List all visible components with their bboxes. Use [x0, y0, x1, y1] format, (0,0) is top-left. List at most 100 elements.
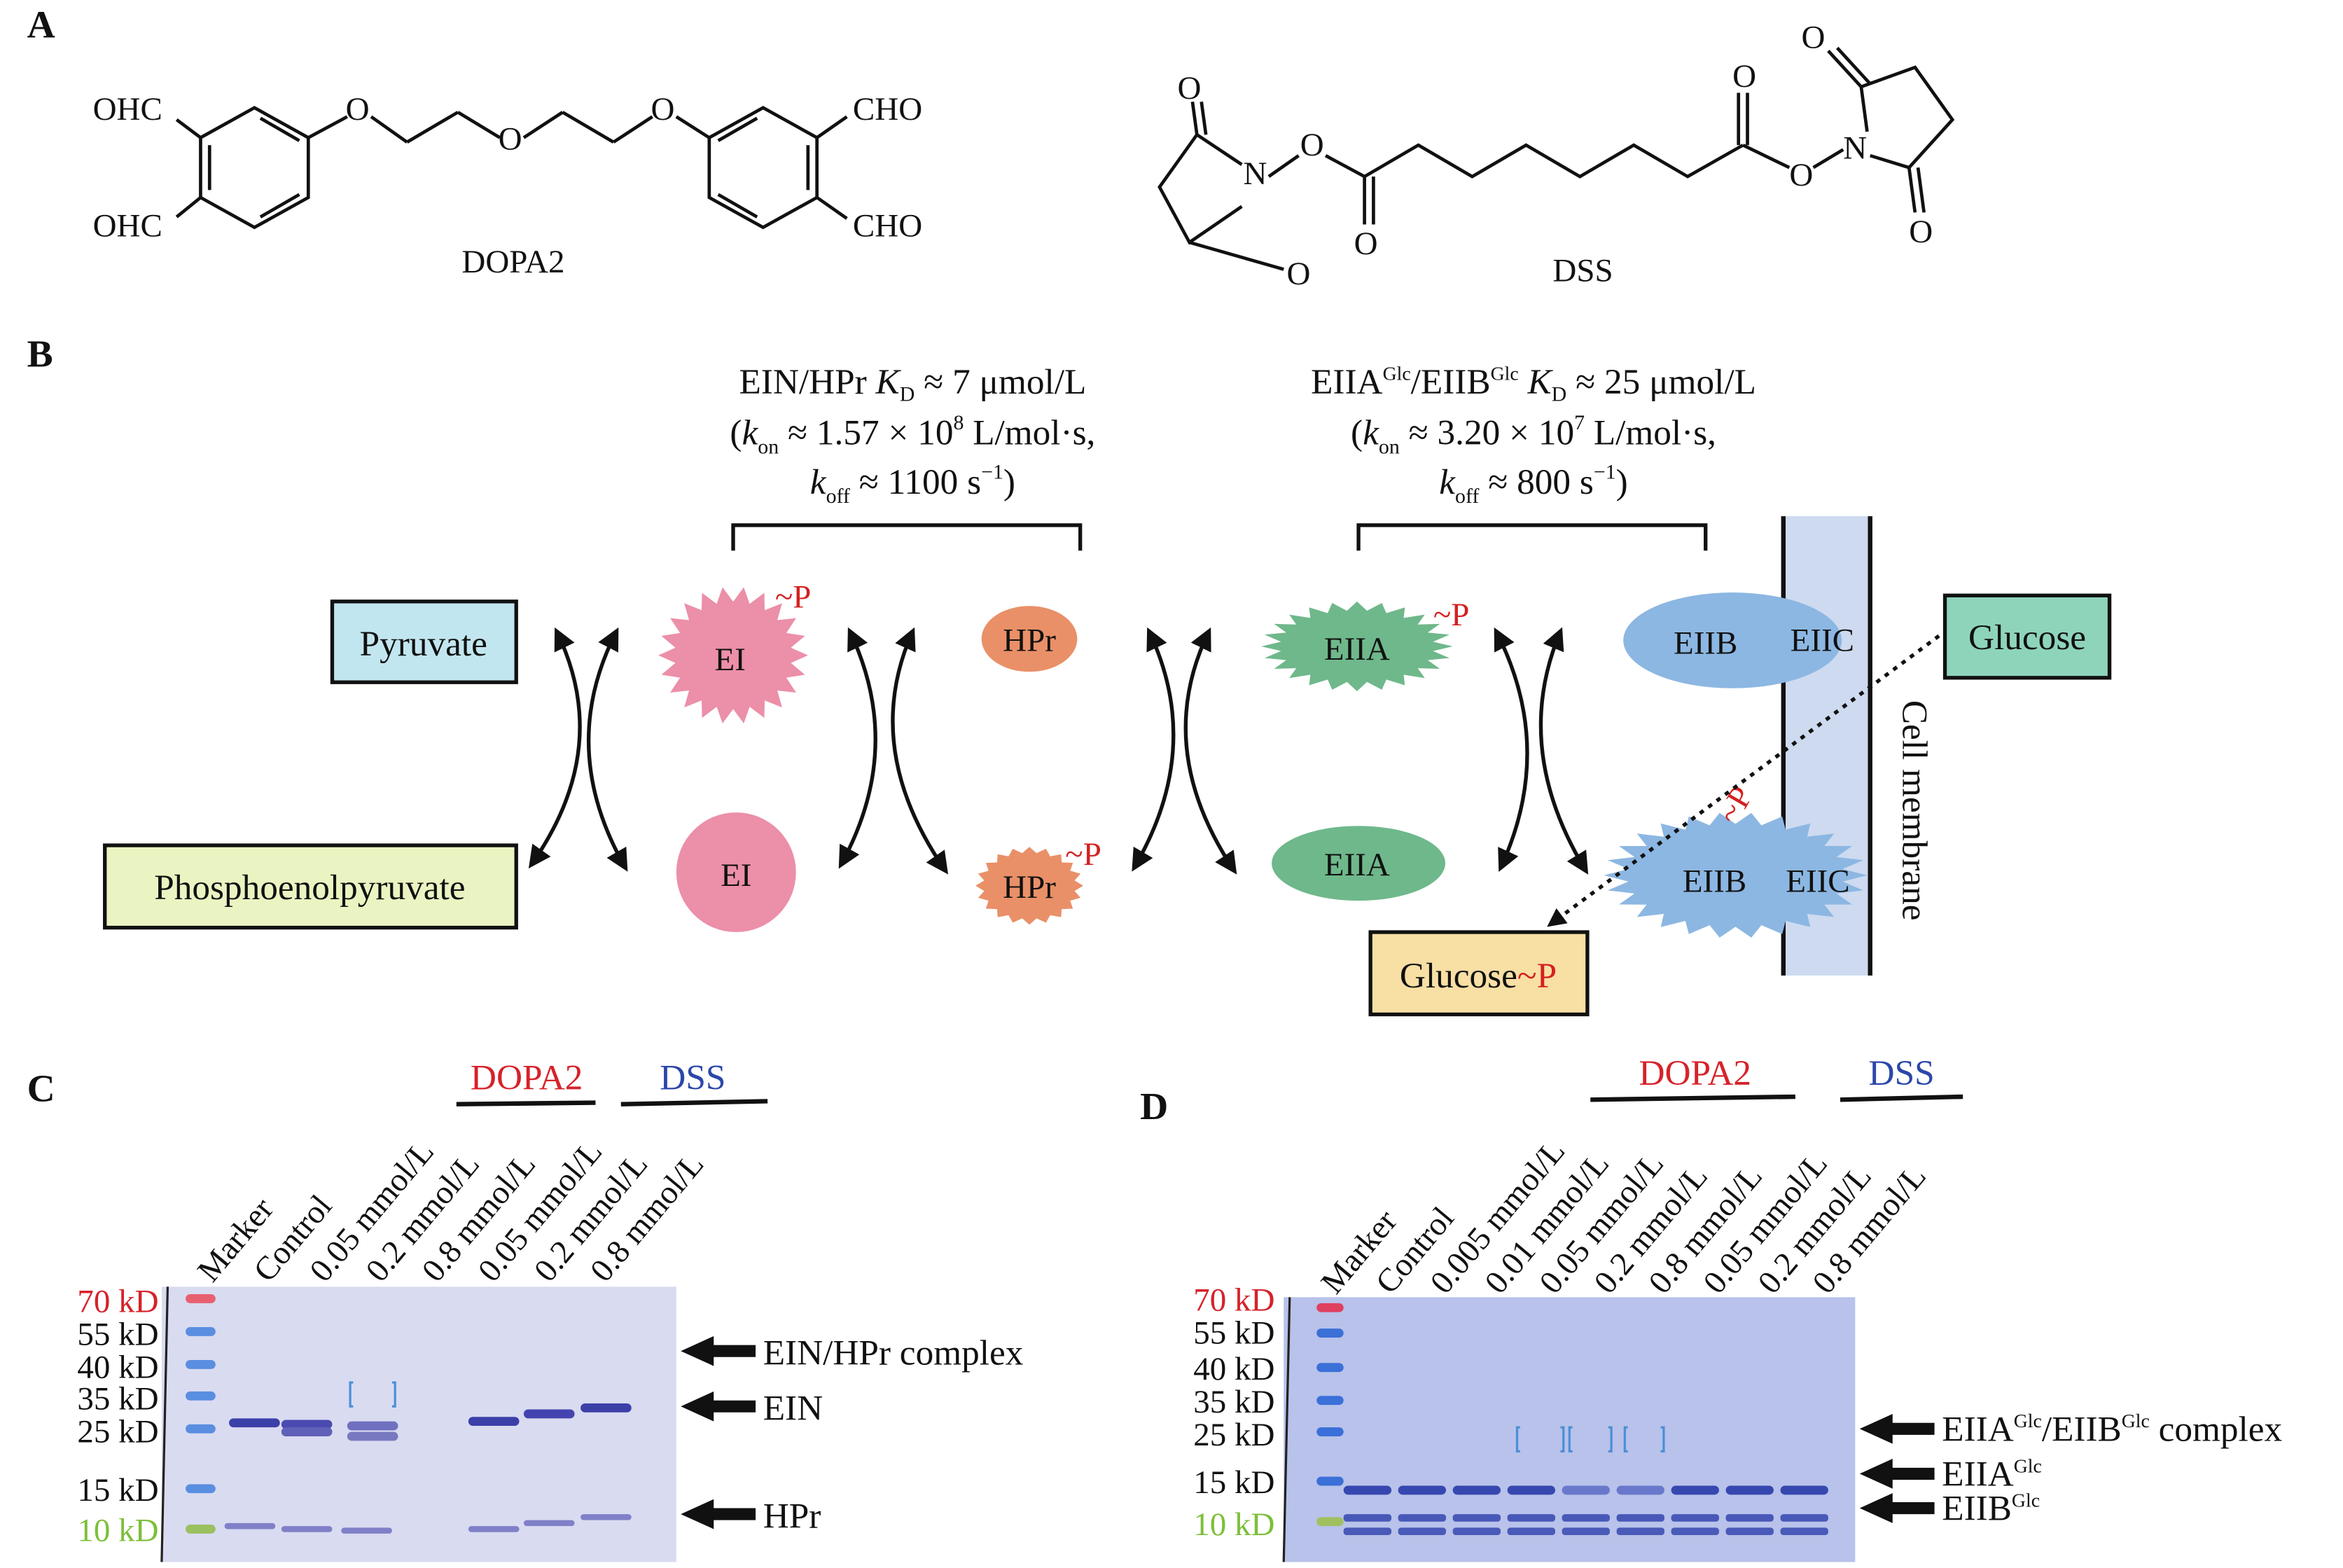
marker-label: 55 kD — [77, 1317, 158, 1353]
svg-text:EIIAGlc/EIIBGlc KD ≈ 25 μmol/L: EIIAGlc/EIIBGlc KD ≈ 25 μmol/L — [1311, 362, 1756, 406]
eiib-phospho-label: EIIB — [1683, 863, 1746, 899]
eiib-eiic-phosphorylated-shape — [1604, 812, 1868, 938]
ei-shape — [676, 812, 796, 933]
ei-phospho-label: EI — [715, 641, 746, 678]
marker-label: 10 kD — [1193, 1506, 1274, 1543]
glucose-box: Glucose — [1942, 593, 2112, 680]
svg-text:OHC: OHC — [93, 91, 162, 127]
svg-text:CHO: CHO — [853, 91, 922, 127]
arrow-icon — [1859, 1493, 1935, 1523]
dss-atom-labels: N O O O O O O N O O DSS — [1178, 19, 1933, 292]
svg-text:Pyruvate: Pyruvate — [360, 624, 487, 664]
svg-text:EIIAGlc: EIIAGlc — [1942, 1454, 2042, 1494]
membrane-label: Cell membrane — [1895, 700, 1935, 921]
marker-label: 10 kD — [77, 1513, 158, 1549]
svg-text:Glucose~P: Glucose~P — [1400, 956, 1557, 996]
svg-text:O: O — [1300, 127, 1324, 163]
ei-phosphorylated-shape — [658, 587, 808, 723]
marker-label: 55 kD — [1193, 1315, 1274, 1352]
d-group-dopa2-line — [1590, 1094, 1795, 1102]
d-group-dopa2: DOPA2 — [1639, 1053, 1752, 1093]
gel-c — [160, 1286, 676, 1562]
svg-text:EIN/HPr KD ≈ 7 μmol/L: EIN/HPr KD ≈ 7 μmol/L — [739, 362, 1086, 406]
svg-text:O: O — [1354, 226, 1378, 262]
phospho-ei: ~P — [775, 578, 812, 615]
dopa2-atom-labels: OHC OHC O O O CHO CHO DOPA2 — [93, 91, 923, 280]
svg-text:EIIAGlc/EIIBGlc complex: EIIAGlc/EIIBGlc complex — [1942, 1409, 2282, 1449]
dss-structure — [1157, 46, 1955, 271]
marker-label: 70 kD — [1193, 1282, 1274, 1319]
marker-label: 40 kD — [77, 1350, 158, 1386]
eiia-label: EIIA — [1324, 847, 1390, 883]
band-label: EIN — [763, 1388, 823, 1428]
marker-label: 70 kD — [77, 1284, 158, 1320]
svg-text:O: O — [1789, 157, 1813, 193]
svg-text:CHO: CHO — [853, 208, 922, 244]
svg-text:koff ≈ 1100 s−1): koff ≈ 1100 s−1) — [810, 461, 1015, 508]
phosphoenolpyruvate-box: Phosphoenolpyruvate — [103, 843, 518, 930]
eiib-eiic-shape — [1623, 592, 1842, 688]
dopa2-name: DOPA2 — [461, 244, 564, 280]
arrow-icon — [1859, 1459, 1935, 1489]
svg-text:koff ≈ 800 s−1): koff ≈ 800 s−1) — [1439, 461, 1627, 508]
glucose-transport-arrow — [1547, 634, 1940, 927]
marker-label: 15 kD — [1193, 1464, 1274, 1501]
dopa2-structure — [175, 106, 848, 230]
arrow-icon — [681, 1335, 756, 1366]
c-group-dss: DSS — [660, 1057, 725, 1097]
band-label: HPr — [763, 1496, 821, 1536]
bracket-ein-hpr — [731, 523, 1083, 551]
hpr-phospho-label: HPr — [1003, 869, 1056, 906]
svg-text:O: O — [346, 91, 370, 127]
panel-label-a: A — [27, 4, 55, 46]
panel-label-c: C — [27, 1067, 55, 1110]
c-group-dss-line — [620, 1099, 768, 1106]
reaction-arrows — [528, 627, 1589, 875]
c-group-dopa2: DOPA2 — [471, 1057, 583, 1097]
eiib-label: EIIB — [1674, 625, 1737, 662]
glucose-phosphate-box: Glucose~P — [1368, 930, 1590, 1017]
panel-label-b: B — [27, 333, 53, 375]
eiic-label: EIIC — [1791, 622, 1854, 658]
hpr-shape — [981, 606, 1078, 672]
svg-text:EIIBGlc: EIIBGlc — [1942, 1489, 2040, 1529]
svg-text:(kon ≈ 1.57 × 108 L/mol·s,: (kon ≈ 1.57 × 108 L/mol·s, — [730, 411, 1095, 458]
svg-text:O: O — [1287, 256, 1311, 292]
svg-text:N: N — [1843, 130, 1867, 166]
phospho-eiia: ~P — [1433, 597, 1470, 633]
ei-label: EI — [721, 857, 751, 894]
kinetics-ein-hpr: EIN/HPr KD ≈ 7 μmol/L (kon ≈ 1.57 × 108 … — [730, 362, 1095, 508]
hpr-label: HPr — [1003, 622, 1056, 658]
phospho-hpr: ~P — [1065, 836, 1101, 873]
d-group-dss: DSS — [1869, 1053, 1935, 1093]
arrow-icon — [1859, 1413, 1935, 1444]
svg-text:OHC: OHC — [93, 208, 162, 244]
dss-name: DSS — [1552, 253, 1613, 289]
eiia-phosphorylated-shape — [1261, 601, 1453, 692]
svg-text:Glucose: Glucose — [1968, 618, 2086, 658]
pyruvate-box: Pyruvate — [330, 599, 518, 684]
arrow-icon — [681, 1391, 756, 1422]
svg-text:N: N — [1244, 155, 1267, 192]
hpr-phosphorylated-shape — [975, 847, 1083, 925]
arrow-icon — [681, 1499, 756, 1529]
protein-shapes — [658, 587, 1868, 938]
svg-text:Phosphoenolpyruvate: Phosphoenolpyruvate — [154, 868, 465, 908]
marker-label: 25 kD — [77, 1414, 158, 1450]
svg-text:O: O — [1909, 214, 1933, 250]
gel-d — [1282, 1297, 1856, 1562]
bracket-eiia-eiib — [1356, 523, 1708, 551]
d-band-arrows: EIIAGlc/EIIBGlc complex EIIAGlc EIIBGlc — [1859, 1409, 2282, 1529]
svg-text:O: O — [499, 121, 522, 158]
marker-label: 35 kD — [1193, 1384, 1274, 1420]
eiia-shape — [1272, 826, 1445, 901]
eiic-phospho-label: EIIC — [1786, 863, 1849, 899]
svg-text:O: O — [651, 91, 675, 127]
svg-text:O: O — [1732, 58, 1756, 95]
c-group-dopa2-line — [456, 1100, 596, 1106]
